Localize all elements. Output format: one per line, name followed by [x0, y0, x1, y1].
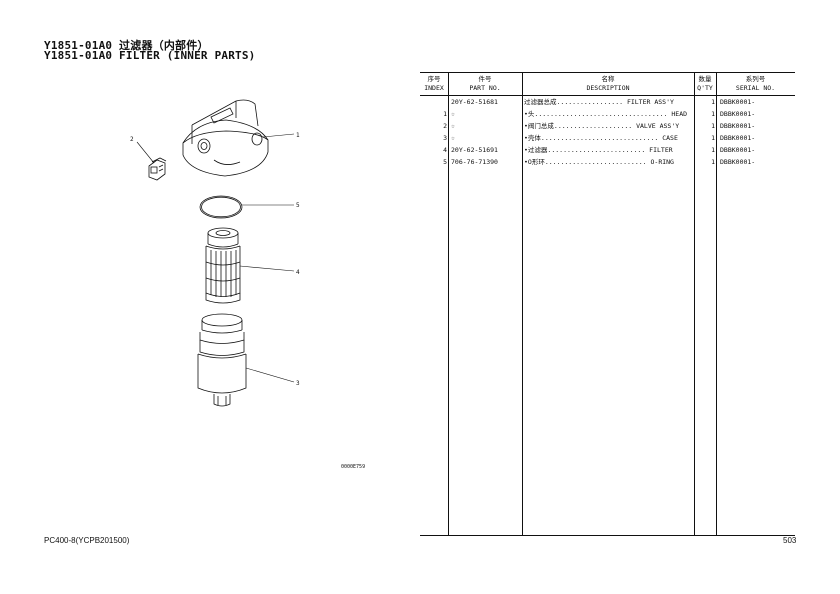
page-number: 503	[783, 536, 797, 545]
filter-case-drawing	[197, 313, 247, 407]
page-title-cn: Y1851-01A0 过滤器（内部件）	[44, 39, 209, 52]
page-title-en: Y1851-01A0 FILTER (INNER PARTS)	[44, 49, 256, 62]
row-qty: 1	[711, 158, 715, 166]
table-row: 2 ☆ •阀门总成.................... VALVE ASS'…	[420, 121, 795, 132]
callout-1: 1	[296, 132, 300, 139]
row-description: •壳体.............................. CASE	[524, 134, 678, 142]
callout-5: 5	[296, 202, 300, 209]
row-part-no: 20Y-62-51681	[451, 98, 498, 106]
row-description: •阀门总成.................... VALVE ASS'Y	[524, 122, 680, 130]
filter-head-drawing	[182, 99, 269, 177]
row-index: 5	[443, 158, 447, 166]
machine-model-footer: PC400-8(YCPB201500)	[44, 536, 130, 545]
row-index: 3	[443, 134, 447, 142]
table-row: 5 706-76-71390 •O形环.....................…	[420, 157, 795, 168]
row-description: •过滤器......................... FILTER	[524, 146, 673, 154]
column-divider	[694, 73, 695, 535]
row-qty: 1	[711, 110, 715, 118]
o-ring-drawing	[199, 195, 243, 219]
row-qty: 1	[711, 134, 715, 142]
row-serial: DBBK0001-	[720, 134, 756, 142]
leader-lines	[136, 133, 295, 383]
column-divider	[522, 73, 523, 535]
row-serial: DBBK0001-	[720, 110, 756, 118]
row-serial: DBBK0001-	[720, 158, 756, 166]
row-index: 2	[443, 122, 447, 130]
row-part-no: 20Y-62-51691	[451, 146, 498, 154]
column-divider	[716, 73, 717, 535]
row-index: 1	[443, 110, 447, 118]
row-serial: DBBK0001-	[720, 122, 756, 130]
row-description: 过滤器总成................. FILTER ASS'Y	[524, 98, 674, 106]
row-qty: 1	[711, 98, 715, 106]
callout-3: 3	[296, 380, 300, 387]
row-description: •头.................................. HEA…	[524, 110, 688, 118]
row-part-no: ☆	[451, 134, 455, 142]
row-part-no: 706-76-71390	[451, 158, 498, 166]
table-row: 4 20Y-62-51691 •过滤器.....................…	[420, 145, 795, 156]
row-part-no: ☆	[451, 122, 455, 130]
row-qty: 1	[711, 122, 715, 130]
column-divider	[448, 73, 449, 535]
row-index: 4	[443, 146, 447, 154]
filter-element-drawing	[205, 227, 241, 304]
row-part-no: ☆	[451, 110, 455, 118]
callout-2: 2	[130, 136, 134, 143]
row-serial: DBBK0001-	[720, 146, 756, 154]
table-row: 3 ☆ •壳体.............................. CA…	[420, 133, 795, 144]
row-qty: 1	[711, 146, 715, 154]
row-description: •O形环.......................... O-RING	[524, 158, 674, 166]
callout-4: 4	[296, 269, 300, 276]
illustration-code: 0000E759	[341, 464, 366, 470]
valve-plug-drawing	[148, 157, 167, 181]
exploded-parts-illustration: 1 2 5 4 3	[130, 99, 300, 407]
table-row: 1 ☆ •头..................................…	[420, 109, 795, 120]
header-divider	[420, 95, 795, 96]
row-serial: DBBK0001-	[720, 98, 756, 106]
table-row: 20Y-62-51681 过滤器总成................. FILT…	[420, 97, 795, 108]
